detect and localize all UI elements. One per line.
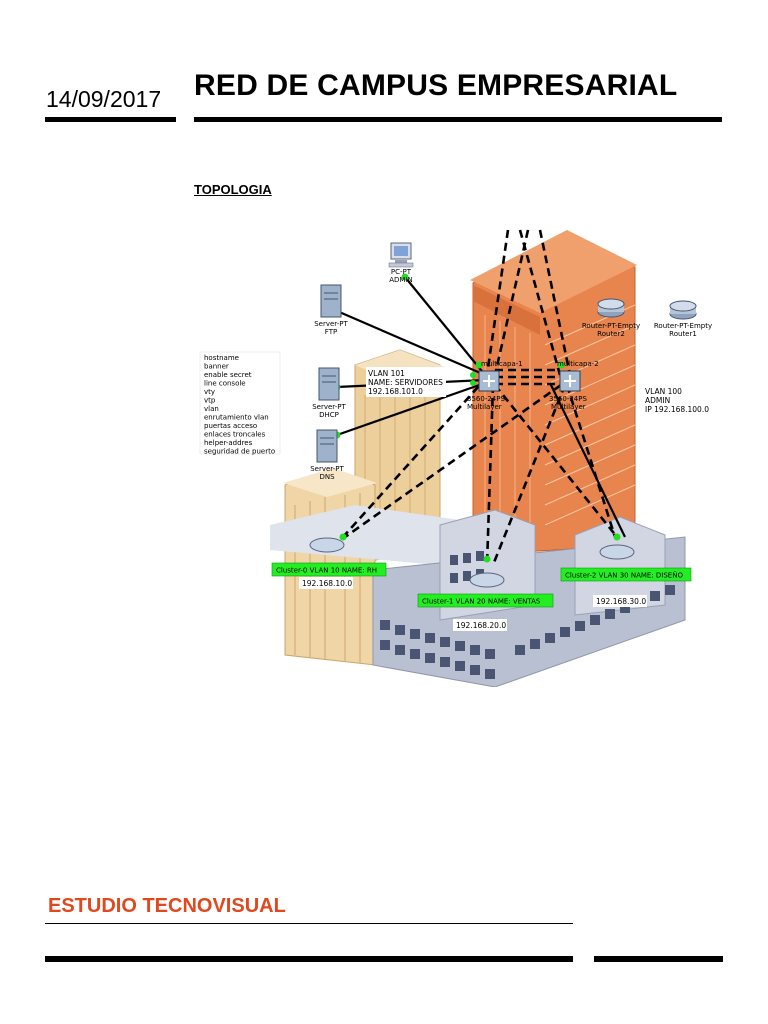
vlan-servers-label-bg [366,367,446,397]
vlan-servers-ip: 192.168.101.0 [368,387,423,396]
config-item: enrutamiento vlan [204,414,269,422]
router2-type: Router-PT-Empty [582,322,640,330]
cluster-2-label-bg [560,567,692,582]
ml2-kind: Multilayer [551,403,586,411]
config-item: helper-addres [204,439,253,447]
cluster-0-label: Cluster-0 VLAN 10 NAME: RH [276,567,377,575]
cluster-1-ip: 192.168.20.0 [456,621,506,630]
router1-name: Router1 [669,330,697,338]
date-underline [45,117,176,122]
config-item: hostname [204,354,239,362]
server-dhcp-type: Server-PT [312,403,346,411]
document-date: 14/09/2017 [46,86,162,112]
server-ftp-icon [320,284,342,318]
config-item: enlaces troncales [204,431,266,439]
vlan-admin-label-bg [642,383,712,413]
cluster-2-label: Cluster-2 VLAN 30 NAME: DISEÑO [565,571,683,580]
config-item: line console [204,380,246,388]
server-ftp-name: FTP [325,328,337,336]
config-item: enable secret [204,371,252,379]
ml1-hostname: multicapa-1 [481,360,523,368]
pc-admin-icon [388,242,414,268]
cluster-0-ip-bg [299,577,353,589]
multilayer-switch-1-icon [478,370,500,392]
configuration-list: hostname banner enable secret line conso… [199,351,281,456]
network-links [336,276,626,538]
ml1-kind: Multilayer [467,403,502,411]
multilayer-switch-2-icon [559,370,581,392]
cluster-0-label-bg [271,562,387,577]
footer-brand-name: ESTUDIO TECNOVISUAL [48,895,286,917]
vlan-servers-id: VLAN 101 [368,369,405,378]
router1-type: Router-PT-Empty [654,322,712,330]
footer-thin-rule [45,923,573,924]
vlan-admin-ip: IP 192.168.100.0 [645,405,709,414]
vlan-admin-name: ADMIN [645,396,670,405]
cluster-2-ip: 192.168.30.0 [596,597,646,606]
document-title: RED DE CAMPUS EMPRESARIAL [194,69,678,102]
server-dns-icon [316,429,338,463]
trunk-links [342,229,619,566]
cluster-1-ip-bg [453,619,507,631]
cluster-2-icon [599,544,635,560]
section-heading: TOPOLOGIA [194,182,272,197]
server-ftp-type: Server-PT [314,320,348,328]
config-item: puertas acceso [204,422,257,430]
ml2-model: 3560-24PS [549,395,587,403]
cluster-0-ip: 192.168.10.0 [302,579,352,588]
pc-admin-type: PC-PT [391,268,412,276]
cluster-1-icon [469,572,505,588]
pc-admin-name: ADMIN [389,276,413,284]
server-dhcp-icon [318,367,340,401]
title-underline [194,117,722,122]
footer-thick-rule-right [594,956,723,962]
config-item: vty [204,388,215,396]
config-item: seguridad de puerto [204,448,275,456]
vlan-admin-id: VLAN 100 [645,387,682,396]
cluster-0-icon [309,537,345,553]
config-item: vtp [204,397,216,405]
router2-icon [597,298,625,318]
router2-name: Router2 [597,330,625,338]
router1-icon [669,300,697,320]
cluster-1-label-bg [417,593,554,608]
network-topology-diagram: hostname banner enable secret line conso… [199,229,712,687]
ml1-model: 3560-24PS [467,395,505,403]
vlan-servers-name: NAME: SERVIDORES [368,378,443,387]
server-dhcp-name: DHCP [319,411,339,419]
cluster-2-ip-bg [593,595,647,607]
server-dns-name: DNS [319,473,335,481]
ml2-hostname: multicapa-2 [557,360,599,368]
cluster-1-label: Cluster-1 VLAN 20 NAME: VENTAS [422,598,541,606]
server-dns-type: Server-PT [310,465,344,473]
config-item: banner [204,363,229,371]
footer-thick-rule-left [45,956,573,962]
config-item: vlan [204,405,219,413]
